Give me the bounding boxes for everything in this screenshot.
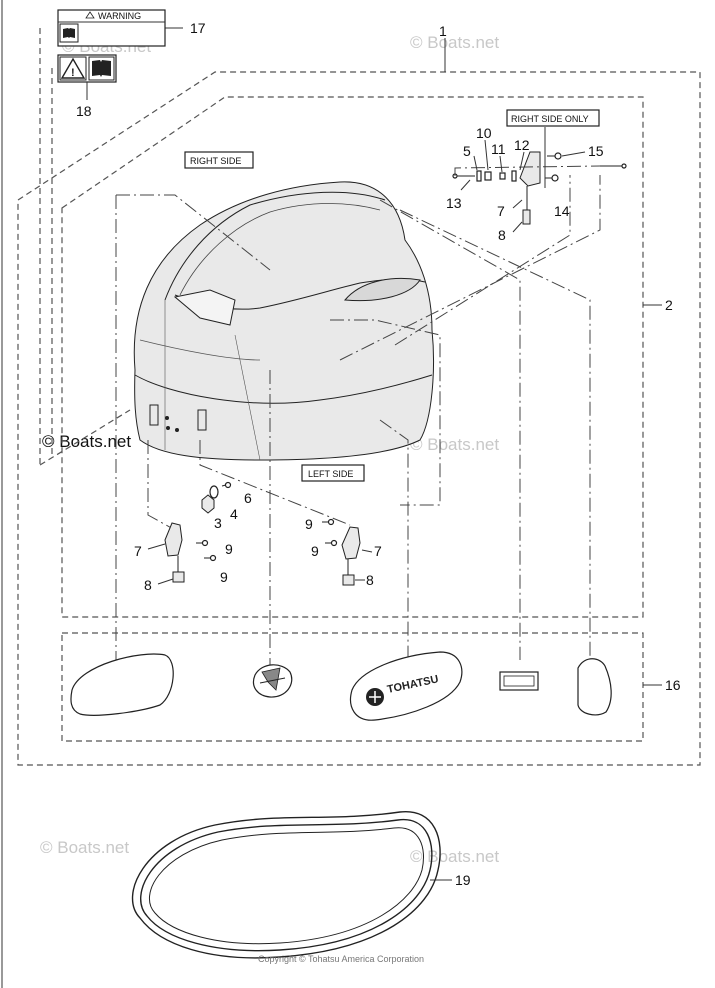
leader-plate <box>379 199 521 660</box>
warning-label-text: WARNING <box>98 11 141 21</box>
decal-group-box <box>61 632 644 742</box>
callout-16: 16 <box>665 677 681 693</box>
callout-6: 6 <box>244 490 252 506</box>
leader-decal-right <box>399 209 591 660</box>
left-side-tag <box>301 464 365 482</box>
watermark: © Boats.net <box>410 435 499 454</box>
leader-left-latch <box>199 440 351 526</box>
callout-4: 4 <box>230 506 238 522</box>
warning-triangle-icon <box>60 57 86 79</box>
callout-1: 1 <box>439 23 447 39</box>
right-side-label: RIGHT SIDE <box>190 156 241 166</box>
callout-11: 11 <box>491 141 506 157</box>
hardware-3-4-6 <box>201 481 232 514</box>
callout-12: 12 <box>514 137 530 153</box>
callout-3: 3 <box>214 515 222 531</box>
callout-7: 7 <box>134 543 142 559</box>
left-side-label: LEFT SIDE <box>308 469 353 479</box>
copyright-text: Copyright © Tohatsu America Corporation <box>258 954 424 964</box>
latch-assembly-left <box>164 522 217 583</box>
callout-9: 9 <box>311 543 319 559</box>
caution-label-part: ! <box>57 54 117 83</box>
watermark: © Boats.net <box>410 33 499 52</box>
side-decal-right <box>577 658 612 716</box>
callout-9: 9 <box>220 569 228 585</box>
callout-19: 19 <box>455 872 471 888</box>
watermark: © Boats.net <box>40 838 129 857</box>
callout-7: 7 <box>374 543 382 559</box>
emblem-decal <box>252 664 293 698</box>
latch-assembly-right <box>322 518 361 586</box>
callout-8: 8 <box>498 227 506 243</box>
hinge-hardware-right-only <box>452 151 627 225</box>
callout-9: 9 <box>225 541 233 557</box>
callout-18: 18 <box>76 103 92 119</box>
callout-17: 17 <box>190 20 206 36</box>
right-side-only-tag <box>506 109 600 127</box>
callout-7: 7 <box>497 203 505 219</box>
leader-left-side <box>330 319 441 506</box>
leader-right-latch <box>147 440 176 531</box>
callout-5: 5 <box>463 143 471 159</box>
leader-right-only <box>339 175 601 361</box>
callout-14: 14 <box>554 203 570 219</box>
callout-2: 2 <box>665 297 673 313</box>
leader-right-only-2 <box>394 175 571 346</box>
cowling-seal-part <box>131 811 441 959</box>
callout-10: 10 <box>476 125 492 141</box>
callout-15: 15 <box>588 143 604 159</box>
leader-decal-left <box>116 194 271 271</box>
side-decal-left <box>70 653 174 716</box>
leader-dash <box>39 409 131 466</box>
callout-13: 13 <box>446 195 462 211</box>
brand-decal: TOHATSU <box>350 651 463 721</box>
warning-triangle-icon <box>85 11 95 19</box>
right-side-tag <box>184 151 254 169</box>
callout-8: 8 <box>144 577 152 593</box>
warning-label-part: WARNING <box>57 9 166 47</box>
right-side-only-label: RIGHT SIDE ONLY <box>511 114 589 124</box>
svg-text:!: ! <box>71 67 75 79</box>
assembly-boundary-1 <box>17 71 701 766</box>
assembly-boundary-2 <box>61 96 644 618</box>
callout-9: 9 <box>305 516 313 532</box>
callout-8: 8 <box>366 572 374 588</box>
name-plate-decal <box>499 671 539 691</box>
watermark-dark: © Boats.net <box>42 432 131 451</box>
leader-decal-brand <box>379 419 409 660</box>
engine-cover-part <box>133 181 434 461</box>
